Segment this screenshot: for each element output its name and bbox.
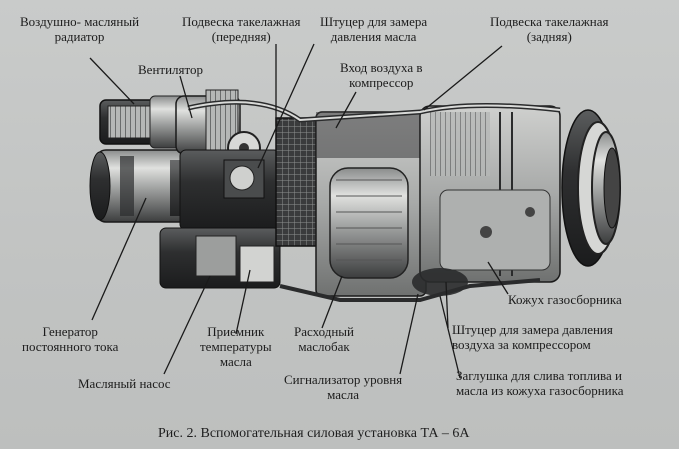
label-oil-level-indicator: Сигнализатор уровня масла (284, 372, 402, 402)
label-rear-mount-line2: (задняя) (526, 29, 572, 44)
label-oil-temp-receiver-line2: температуры (200, 339, 272, 354)
label-fan: Вентилятор (138, 62, 204, 77)
radiator-block (99, 95, 189, 149)
leader-compressor-air-inlet (335, 91, 357, 129)
leader-oil-pressure-fitting (257, 43, 315, 169)
label-air-oil-radiator-line2: радиатор (54, 29, 105, 44)
exhaust-wheel (561, 109, 621, 267)
label-front-mount-line1: Подвеска такелажная (182, 14, 301, 29)
label-front-mount-line2: (передняя) (211, 29, 271, 44)
engine-body (89, 89, 621, 302)
label-dc-generator: Генератор постоянного тока (22, 324, 118, 354)
label-oil-pressure-fitting-line2: давления масла (330, 29, 417, 44)
inlet-screen (275, 117, 323, 247)
label-front-mount: Подвеска такелажная (передняя) (182, 14, 301, 44)
figure-caption: Рис. 2. Вспомогательная силовая установк… (158, 426, 470, 441)
label-oil-level-indicator-line2: масла (327, 387, 360, 402)
label-oil-tank-line2: маслобак (298, 339, 350, 354)
leader-air-pressure-fitting (445, 281, 449, 329)
compressor-casing (315, 111, 427, 297)
label-oil-temp-receiver-line3: масла (219, 354, 252, 369)
label-air-oil-radiator: Воздушно- масляный радиатор (20, 14, 139, 44)
leader-air-oil-radiator (89, 57, 135, 105)
leader-exhaust-casing (487, 261, 509, 295)
label-drain-plug-line1: Заглушка для слива топлива и (456, 368, 622, 383)
leader-oil-level-indicator (399, 293, 419, 375)
leader-drain-plug (439, 295, 461, 379)
label-air-pressure-fitting: Штуцер для замера давления воздуха за ко… (452, 322, 613, 352)
label-exhaust-casing: Кожух газосборника (508, 292, 622, 307)
label-oil-pump: Масляный насос (78, 376, 171, 391)
label-oil-pressure-fitting: Штуцер для замера давления масла (320, 14, 427, 44)
label-oil-tank-line1: Расходный (294, 324, 354, 339)
label-drain-plug: Заглушка для слива топлива и масла из ко… (456, 368, 624, 398)
turbine-section (419, 105, 561, 283)
label-oil-level-indicator-line1: Сигнализатор уровня (284, 372, 403, 387)
leader-rear-mount (423, 45, 503, 111)
lower-pipe (279, 278, 541, 302)
label-oil-pressure-fitting-line1: Штуцер для замера (320, 14, 428, 29)
label-air-oil-radiator-line1: Воздушно- масляный (20, 14, 140, 29)
label-compressor-air-inlet-line2: компрессор (349, 75, 414, 90)
label-dc-generator-line1: Генератор (42, 324, 98, 339)
leader-fan (179, 75, 193, 119)
leader-oil-temp-receiver (235, 269, 251, 335)
leader-lines (89, 43, 509, 379)
leader-oil-pump (163, 275, 211, 375)
label-air-pressure-fitting-line2: воздуха за компрессором (452, 337, 591, 352)
label-dc-generator-line2: постоянного тока (22, 339, 119, 354)
label-oil-temp-receiver-line1: Приемник (207, 324, 265, 339)
label-air-pressure-fitting-line1: Штуцер для замера давления (452, 322, 613, 337)
leader-dc-generator (91, 197, 147, 321)
label-rear-mount-line1: Подвеска такелажная (490, 14, 609, 29)
label-compressor-air-inlet: Вход воздуха в компрессор (340, 60, 423, 90)
label-drain-plug-line2: масла из кожуха газосборника (456, 383, 624, 398)
label-rear-mount: Подвеска такелажная (задняя) (490, 14, 609, 44)
label-oil-temp-receiver: Приемник температуры масла (200, 324, 272, 369)
leader-oil-tank (321, 275, 343, 329)
label-compressor-air-inlet-line1: Вход воздуха в (340, 60, 423, 75)
label-oil-tank: Расходный маслобак (294, 324, 354, 354)
